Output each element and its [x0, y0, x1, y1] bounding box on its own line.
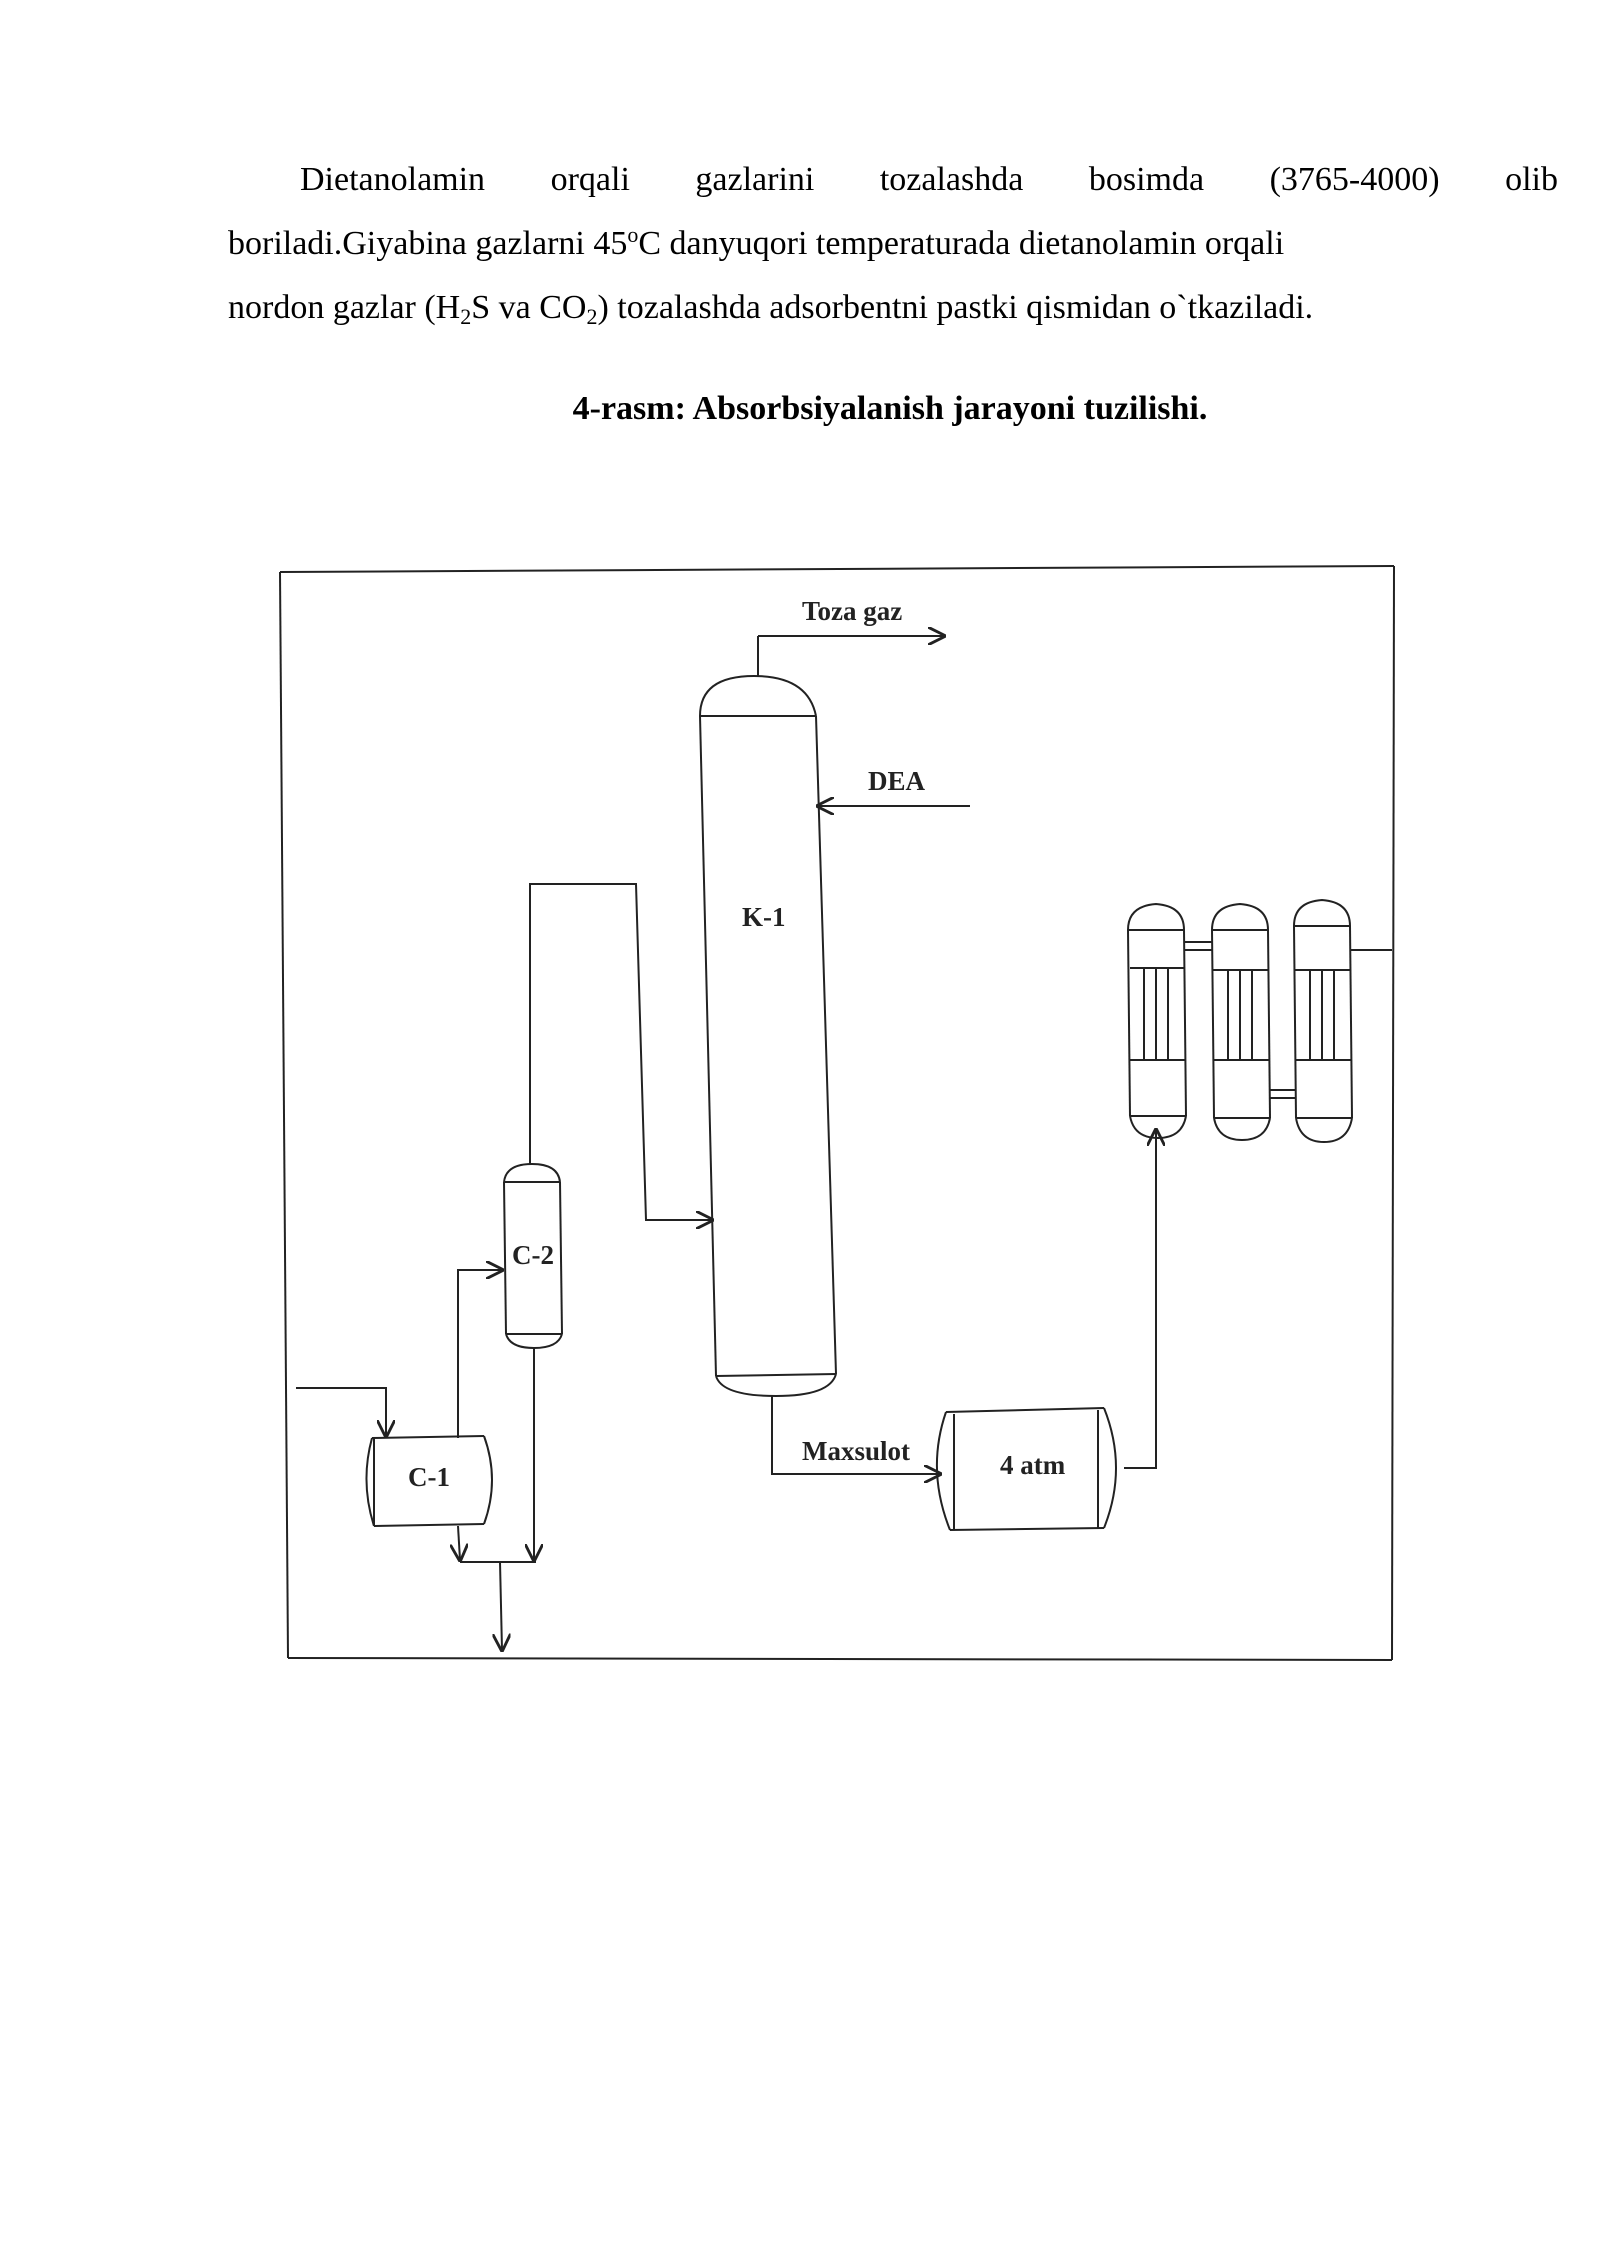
label-c2: C-2 — [512, 1240, 554, 1270]
text-run: boriladi.Giyabina gazlarni 45 — [228, 225, 628, 262]
c2-to-k1-line — [529, 883, 712, 1220]
feed-inlet-line — [296, 1387, 386, 1436]
text-run: ) tozalashda adsorbentni pastki qismidan… — [597, 289, 1314, 326]
text-run: nordon gazlar (H — [228, 289, 461, 326]
paragraph-line-2: boriladi.Giyabina gazlarni 45oC danyuqor… — [228, 212, 1486, 276]
word: bosimda — [1088, 161, 1205, 198]
word: olib — [1505, 161, 1558, 198]
label-k1: K-1 — [742, 902, 786, 932]
subscript: 2 — [460, 304, 472, 329]
text-run: C danyuqori temperaturada dietanolamin o… — [638, 225, 1285, 262]
text-run: S va CO — [471, 289, 587, 326]
drain-lines — [458, 1348, 536, 1650]
word: tozalashda — [879, 161, 1024, 198]
subscript: 2 — [586, 304, 598, 329]
label-pressure: 4 atm — [1000, 1450, 1066, 1480]
label-c1: C-1 — [408, 1462, 450, 1492]
heat-exchanger-1 — [1127, 902, 1187, 1140]
degree-sign: o — [627, 222, 639, 247]
paragraph-line-1: Dietanolamin orqali gazlarini tozalashda… — [228, 148, 1558, 212]
label-maxsulot: Maxsulot — [802, 1436, 910, 1466]
heat-exchanger-2 — [1211, 902, 1271, 1142]
body-paragraph: Dietanolamin orqali gazlarini tozalashda… — [228, 148, 1558, 340]
exchanger-connectors — [1184, 941, 1392, 1099]
product-line — [771, 1396, 940, 1474]
column-k1 — [699, 674, 837, 1398]
clean-gas-outlet — [757, 636, 944, 676]
vessel-4atm — [935, 1407, 1117, 1531]
word: (3765-4000) — [1269, 161, 1440, 198]
diagram-frame — [279, 565, 1395, 1661]
word: orqali — [550, 161, 630, 198]
vessel-c1 — [365, 1435, 493, 1527]
word: gazlarini — [695, 161, 815, 198]
word: Dietanolamin — [300, 161, 486, 198]
label-toza-gaz: Toza gaz — [802, 596, 902, 626]
riser-line — [1124, 1130, 1156, 1469]
label-dea: DEA — [868, 766, 926, 796]
paragraph-line-3: nordon gazlar (H2S va CO2) tozalashda ad… — [228, 276, 1486, 340]
c1-to-c2-line — [457, 1270, 502, 1438]
figure-caption: 4-rasm: Absorbsiyalanish jarayoni tuzili… — [572, 390, 1208, 427]
heat-exchanger-3 — [1293, 898, 1353, 1144]
